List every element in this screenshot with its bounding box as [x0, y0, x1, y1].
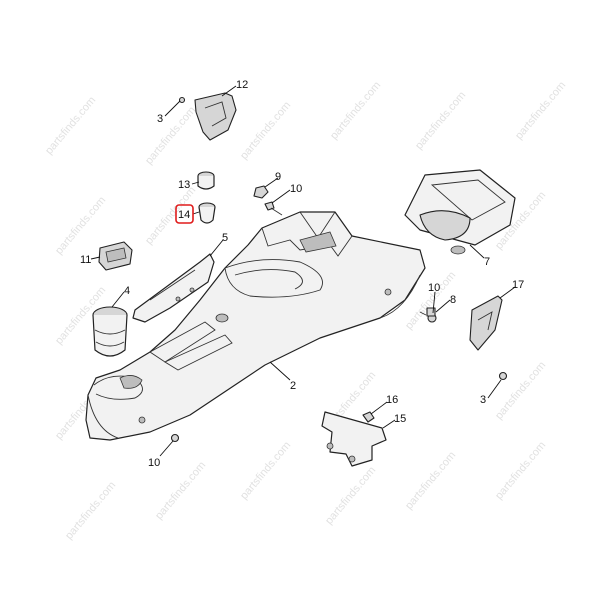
watermark: partsfinds.com [323, 464, 378, 527]
callout-14[interactable]: 14 [178, 209, 190, 221]
callout-labels: 12 3 13 14 9 10 5 11 4 7 10 8 17 2 3 16 … [80, 79, 524, 469]
part-9-nut[interactable] [253, 185, 269, 199]
part-5-switch-panel[interactable] [132, 253, 215, 323]
part-13-power-socket[interactable] [197, 171, 215, 190]
callout-5[interactable]: 5 [222, 232, 228, 244]
part-11-switch[interactable] [98, 241, 133, 271]
callout-10[interactable]: 10 [290, 183, 302, 195]
leader-lines [90, 85, 516, 457]
watermark: partsfinds.com [513, 79, 568, 142]
part-17-side-bracket[interactable] [469, 295, 503, 351]
callout-13[interactable]: 13 [178, 179, 190, 191]
watermark: partsfinds.com [493, 359, 548, 422]
watermark: partsfinds.com [328, 79, 383, 142]
callout-10[interactable]: 10 [428, 282, 440, 294]
callout-3[interactable]: 3 [480, 394, 486, 406]
watermark: partsfinds.com [153, 459, 208, 522]
part-10-screw-bottom[interactable] [170, 433, 180, 443]
watermark: partsfinds.com [238, 99, 293, 162]
callout-16[interactable]: 16 [386, 394, 398, 406]
part-3-screw-top[interactable] [178, 96, 186, 104]
callout-3[interactable]: 3 [157, 113, 163, 125]
callout-15[interactable]: 15 [394, 413, 406, 425]
callout-4[interactable]: 4 [124, 285, 130, 297]
callout-12[interactable]: 12 [236, 79, 248, 91]
part-16-bolt[interactable] [362, 411, 375, 423]
part-12-trim-panel[interactable] [194, 92, 237, 141]
callout-7[interactable]: 7 [484, 256, 490, 268]
callout-2[interactable]: 2 [290, 380, 296, 392]
part-8-clip[interactable] [426, 307, 436, 317]
callout-10[interactable]: 10 [148, 457, 160, 469]
part-15-mounting-bracket[interactable] [321, 411, 387, 467]
watermark: partsfinds.com [43, 94, 98, 157]
callout-11[interactable]: 11 [80, 254, 91, 266]
watermark: partsfinds.com [403, 449, 458, 512]
callout-17[interactable]: 17 [512, 279, 524, 291]
watermark: partsfinds.com [238, 439, 293, 502]
watermark: partsfinds.com [63, 479, 118, 542]
part-7-storage-bin[interactable] [404, 169, 516, 255]
part-14-socket-insert[interactable] [198, 202, 216, 224]
watermark: partsfinds.com [413, 89, 468, 152]
callout-9[interactable]: 9 [275, 171, 281, 183]
part-10-screw-top[interactable] [264, 201, 283, 216]
callout-14-highlight [175, 204, 194, 224]
part-3-screw-right[interactable] [498, 371, 508, 381]
callout-8[interactable]: 8 [450, 294, 456, 306]
watermark: partsfinds.com [493, 439, 548, 502]
watermark: partsfinds.com [143, 104, 198, 167]
part-4-cup-holder[interactable] [92, 306, 128, 357]
part-2-center-console[interactable] [85, 211, 426, 441]
